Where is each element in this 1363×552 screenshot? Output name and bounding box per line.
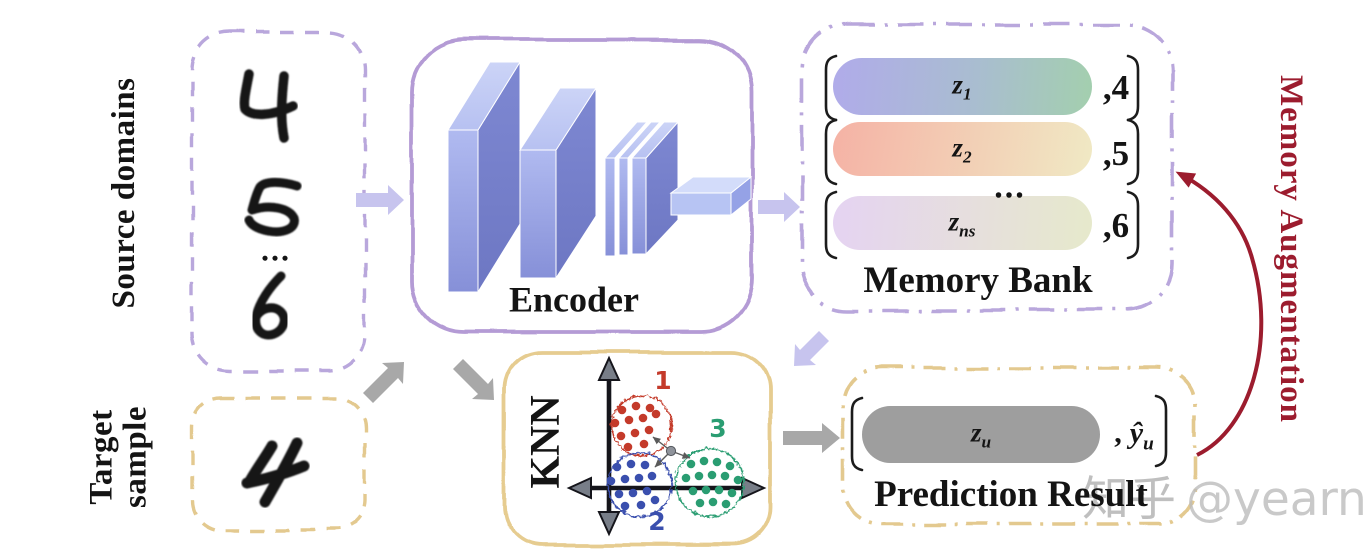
memory-z2-label: z2 (952, 132, 972, 167)
memory-augmentation-arrow (1175, 171, 1264, 457)
cluster-dot (681, 473, 691, 483)
cluster-dot (714, 485, 724, 495)
source-digit-6 (251, 271, 289, 340)
cluster-dot (645, 403, 655, 413)
arrow-memory-to-knn (794, 331, 829, 366)
knn-label: KNN (523, 395, 570, 489)
cluster-dot (639, 439, 649, 449)
cluster-dot (650, 495, 660, 505)
memory-brackets (824, 54, 1140, 260)
cluster-2-dots (606, 459, 660, 511)
memory-augmentation-label: Memory Augmentation (1273, 74, 1310, 424)
encoder-label: Encoder (509, 279, 639, 320)
source-domains-label: Source domains (105, 77, 142, 309)
cluster-dot (688, 486, 698, 496)
arrow-source-to-encoder (356, 185, 404, 215)
cluster-dot (725, 461, 735, 471)
source-ellipsis: ... (261, 231, 291, 268)
cluster-dot (695, 498, 705, 508)
cluster-dot (626, 459, 636, 469)
memory-bank-box (800, 23, 1174, 312)
memory-ellipsis: ... (994, 168, 1026, 206)
cluster-dot (617, 405, 627, 415)
cluster-1-circle (609, 393, 671, 455)
cluster-dot (620, 474, 630, 484)
cluster-dot (620, 501, 630, 511)
prediction-result-label: Prediction Result (874, 473, 1148, 515)
encoder-blocks (447, 60, 753, 294)
knn-axes (588, 378, 745, 514)
cluster-3-label: 3 (709, 414, 727, 443)
cluster-dot (647, 471, 657, 481)
cluster-dot (612, 462, 622, 472)
arrow-target-to-encoder (363, 362, 404, 403)
memory-zns-label: zns (948, 206, 976, 241)
feature-cube-front (670, 192, 732, 216)
cluster-2-label: 2 (648, 507, 666, 536)
memory-pill-zns (833, 196, 1092, 250)
source-digit-5 (244, 177, 302, 237)
memory-bank-label: Memory Bank (863, 259, 1093, 301)
cluster-dot (606, 476, 616, 486)
memory-pill-z2 (833, 122, 1092, 176)
cluster-1-label: 1 (654, 366, 672, 395)
knn-axis-arrowheads (566, 355, 767, 537)
cluster-dot (694, 471, 704, 481)
knn-cluster-circles (605, 393, 743, 516)
cluster-dot (640, 460, 650, 470)
cluster-dot (701, 485, 711, 495)
prediction-zu-label: zu (970, 417, 992, 452)
arrow-knn-to-prediction (783, 423, 840, 453)
cluster-2-circle (605, 450, 671, 516)
cluster-dot (628, 488, 638, 498)
cluster-dot (699, 456, 709, 466)
watermark: 知乎@yearn (1082, 460, 1363, 529)
cluster-dot (638, 413, 648, 423)
memory-z1-label: z1 (952, 69, 972, 104)
cluster-dot (630, 428, 640, 438)
cluster-dot (642, 486, 652, 496)
prediction-result-box (841, 366, 1197, 527)
arrow-encoder-to-memory (758, 192, 800, 222)
memory-pill-z1 (833, 58, 1092, 115)
cluster-dot (721, 499, 731, 509)
cluster-dot (631, 401, 641, 411)
cluster-1-dots (610, 401, 661, 452)
source-digit-4 (239, 69, 298, 143)
cluster-dot (707, 470, 717, 480)
memory-tag-4: ,4 (1102, 67, 1130, 107)
cluster-dot (651, 409, 661, 419)
cluster-3-dots (681, 456, 743, 509)
target-digit-4 (241, 437, 310, 508)
cluster-dot (720, 471, 730, 481)
source-domains-box (190, 30, 367, 374)
cluster-dot (616, 431, 626, 441)
cluster-dot (634, 473, 644, 483)
cluster-dot (712, 457, 722, 467)
knn-box (503, 350, 772, 547)
memory-tag-5: ,5 (1102, 133, 1130, 173)
memory-tag-6: ,6 (1102, 205, 1130, 245)
cluster-dot (624, 415, 634, 425)
cluster-dot (733, 475, 743, 485)
watermark-handle: @yearn (1186, 472, 1363, 527)
target-sample-box (190, 396, 367, 532)
cluster-dot (686, 459, 696, 469)
watermark-cjk: 知乎 (1082, 472, 1176, 527)
cluster-dot (623, 442, 633, 452)
cluster-dot (636, 500, 646, 510)
cluster-dot (614, 489, 624, 499)
target-sample-label: Target sample (83, 406, 154, 508)
knn-query-point (665, 445, 677, 457)
cluster-dot (644, 425, 654, 435)
cluster-dot (708, 497, 718, 507)
cluster-dot (610, 418, 620, 428)
prediction-tag: ,ŷu (1114, 416, 1154, 455)
cluster-dot (727, 488, 737, 498)
encoder-box (410, 38, 754, 334)
prediction-pill-zu (862, 406, 1100, 463)
prediction-brackets (850, 394, 1168, 472)
arrow-encoder-to-knn (453, 359, 494, 400)
